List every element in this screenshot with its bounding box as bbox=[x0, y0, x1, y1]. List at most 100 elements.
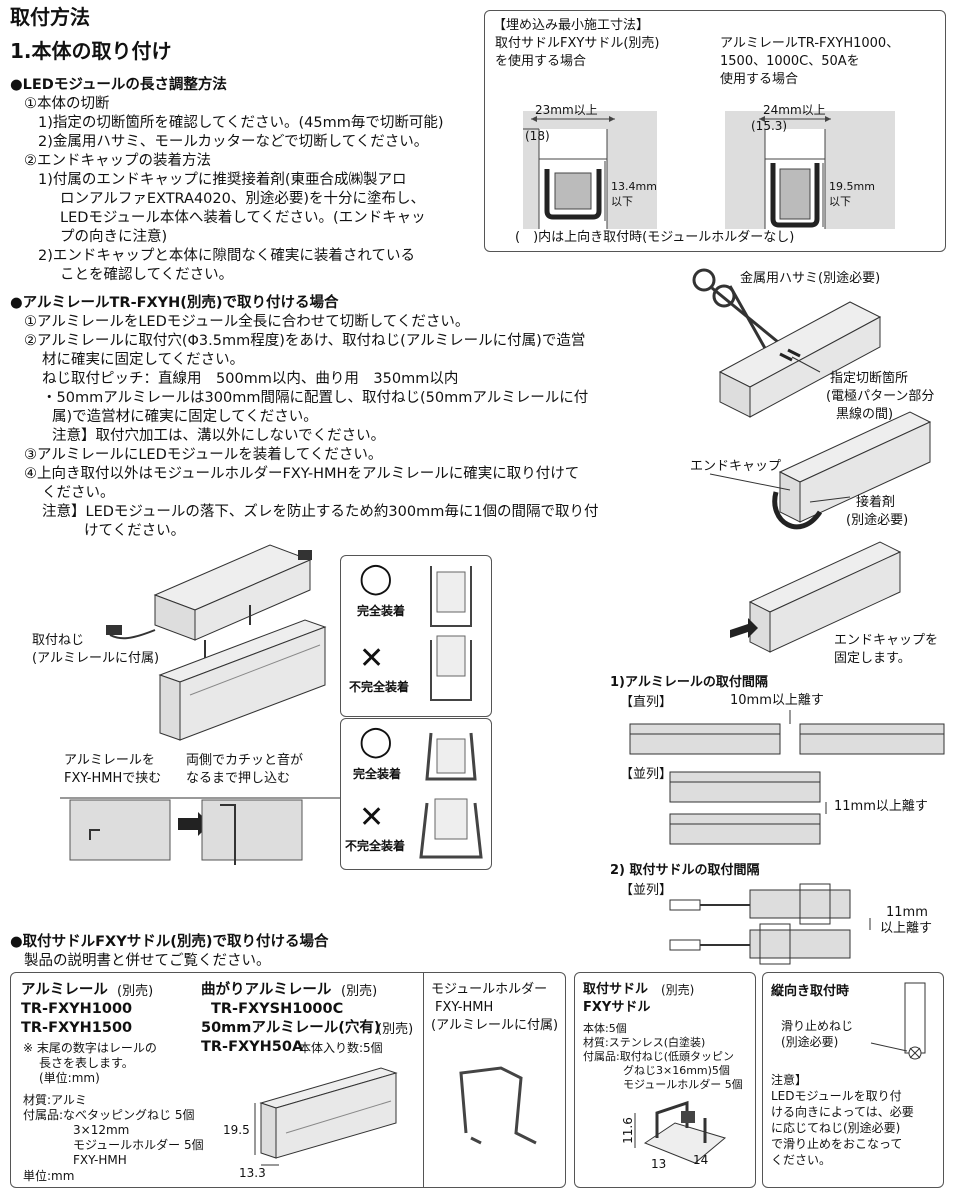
endcap-label: エンドキャップ bbox=[690, 459, 782, 474]
dim-label: 以下 bbox=[829, 195, 851, 208]
parallel-label: 【並列】 bbox=[620, 767, 673, 782]
ok-mark: ◯ bbox=[359, 724, 393, 759]
divider bbox=[423, 973, 425, 1187]
rail-interval-diagram bbox=[629, 710, 945, 845]
holder-note: (アルミレールに付属) bbox=[431, 1018, 559, 1033]
ok-label: 完全装着 bbox=[353, 767, 402, 781]
saddle-interval-heading: 2) 取付サドルの取付間隔 bbox=[610, 863, 760, 878]
text-line: ②アルミレールに取付穴(Φ3.5mm程度)をあけ、取付ねじ(アルミレールに付属)… bbox=[24, 333, 586, 349]
ng-mark: ✕ bbox=[359, 641, 385, 676]
gap-label: 10mm以上離す bbox=[730, 693, 824, 708]
embed-right-text: アルミレールTR-FXYH1000、 bbox=[720, 36, 900, 51]
saddle-dim: 13 bbox=[651, 1157, 667, 1171]
embed-right-drawing bbox=[725, 111, 895, 229]
page-title: 取付方法 bbox=[10, 5, 90, 29]
rail-width-dim: 13.3 bbox=[239, 1166, 266, 1180]
spec-note: 長さを表します。 bbox=[39, 1056, 134, 1070]
hold-label: アルミレールを bbox=[64, 753, 155, 768]
ok-ng-box-2: ◯ 完全装着 ✕ 不完全装着 bbox=[340, 718, 492, 870]
section-heading: 1.本体の取り付け bbox=[10, 39, 172, 63]
embed-left-text: を使用する場合 bbox=[495, 54, 587, 69]
text-line: 属)で造営材に確実に固定してください。 bbox=[52, 409, 318, 425]
spec-material: 材質:アルミ bbox=[23, 1093, 87, 1107]
vertical-note-label: 注意】 bbox=[771, 1073, 808, 1087]
saddle-spec: グねじ3×16mm)5個 bbox=[623, 1064, 730, 1077]
led-length-heading: ●LEDモジュールの長さ調整方法 bbox=[10, 77, 227, 93]
text-line: 1)付属のエンドキャップに推奨接着剤(東亜合成㈱製アロ bbox=[38, 172, 407, 188]
saddle-spec: モジュールホルダー 5個 bbox=[623, 1078, 743, 1091]
text-line: 注意】LEDモジュールの落下、ズレを防止するため約300mm毎に1個の間隔で取り… bbox=[42, 504, 599, 520]
saddle-spec: 材質:ステンレス(白塗装) bbox=[583, 1036, 706, 1049]
vertical-note: ける向きによっては、必要 bbox=[771, 1105, 914, 1119]
dim-label: (15.3) bbox=[751, 119, 788, 133]
saddle-interval-diagram bbox=[669, 883, 871, 965]
curve-rail-model: TR-FXYSH1000C bbox=[211, 1001, 344, 1017]
embed-right-text: 1500、1000C、50Aを bbox=[720, 54, 860, 69]
vertical-note: ください。 bbox=[771, 1153, 832, 1167]
text-line: ④上向き取付以外はモジュールホルダーFXY-HMHをアルミレールに確実に取り付け… bbox=[24, 466, 580, 482]
spec-accessory: モジュールホルダー 5個 bbox=[73, 1138, 204, 1152]
curve-rail-note: (別売) bbox=[341, 984, 378, 999]
spec-unit: 単位:mm bbox=[23, 1169, 75, 1183]
scissors-icon bbox=[692, 268, 779, 351]
text-line: ①アルミレールをLEDモジュール全長に合わせて切断してください。 bbox=[24, 314, 470, 330]
saddle-heading: ●取付サドルFXYサドル(別売)で取り付ける場合 bbox=[10, 934, 329, 950]
rail-3d-drawing bbox=[254, 1067, 398, 1166]
text-line: ・50mmアルミレールは300mm間隔に配置し、取付ねじ(50mmアルミレールに… bbox=[42, 390, 589, 406]
vertical-note: で滑り止めをおこなって bbox=[771, 1137, 903, 1151]
vertical-title: 縦向き取付時 bbox=[771, 984, 850, 999]
text-line: ①本体の切断 bbox=[24, 96, 110, 112]
spec-note: (単位:mm) bbox=[39, 1071, 100, 1085]
rail50-title: 50mmアルミレール(穴有) bbox=[201, 1020, 381, 1036]
rail-height-dim: 19.5 bbox=[223, 1123, 250, 1137]
dim-label: 13.4mm bbox=[611, 180, 657, 193]
ng-mark: ✕ bbox=[359, 800, 385, 835]
rail50-count: 本体入り数:5個 bbox=[299, 1041, 383, 1055]
text-line: プの向きに注意) bbox=[60, 229, 168, 245]
text-line: ねじ取付ピッチ：直線用 500mm以内、曲り用 350mm以内 bbox=[42, 371, 459, 387]
cut-label: 指定切断箇所 bbox=[830, 371, 909, 386]
rail-mount-illustration bbox=[106, 544, 327, 741]
holder-clip-illustration bbox=[60, 797, 340, 865]
vertical-screw-label: (別途必要) bbox=[781, 1035, 839, 1049]
saddle-spec: 本体:5個 bbox=[583, 1022, 627, 1035]
text-line: ロンアルファEXTRA4020、別途必要)を十分に塗布し、 bbox=[60, 191, 426, 207]
text-line: 注意】取付穴加工は、溝以外にしないでください。 bbox=[52, 428, 386, 444]
ng-label: 不完全装着 bbox=[345, 839, 406, 853]
text-line: 2)金属用ハサミ、モールカッターなどで切断してください。 bbox=[38, 134, 429, 150]
rail-profile-icon bbox=[430, 566, 472, 701]
saddle-sub: 製品の説明書と併せてご覧ください。 bbox=[24, 953, 271, 969]
cut-and-endcap-illustration bbox=[692, 268, 932, 653]
rail-spec-box: アルミレール (別売) TR-FXYH1000 TR-FXYH1500 ※ 末尾… bbox=[10, 972, 566, 1188]
cut-label: (電極パターン部分 bbox=[826, 389, 935, 404]
saddle-dim: 11.6 bbox=[620, 1117, 635, 1144]
holder-profile-icon bbox=[419, 732, 483, 859]
holder-model: FXY-HMH bbox=[435, 1000, 494, 1015]
saddle-parallel-label: 【並列】 bbox=[620, 883, 673, 898]
embed-dimension-box: 【埋め込み最小施工寸法】 取付サドルFXYサドル(別売) を使用する場合 アルミ… bbox=[484, 10, 946, 252]
holder-title: モジュールホルダー bbox=[431, 982, 548, 997]
text-line: 2)エンドキャップと本体に隙間なく確実に装着されている bbox=[38, 248, 415, 264]
vertical-mount-box: 縦向き取付時 滑り止めねじ (別途必要) 注意】 LEDモジュールを取り付 ける… bbox=[762, 972, 944, 1188]
text-line: けてください。 bbox=[84, 523, 186, 539]
vertical-note: に応じてねじ(別途必要) bbox=[771, 1121, 901, 1135]
saddle-title: 取付サドル bbox=[583, 982, 649, 997]
dim-label: (18) bbox=[525, 129, 550, 143]
push-label: なるまで押し込む bbox=[186, 771, 291, 786]
screw-label: 取付ねじ bbox=[32, 633, 85, 648]
ok-mark: ◯ bbox=[359, 561, 393, 596]
text-line: ③アルミレールにLEDモジュールを装着してください。 bbox=[24, 447, 383, 463]
text-line: ことを確認してください。 bbox=[60, 267, 234, 283]
push-label: 両側でカチッと音が bbox=[186, 753, 304, 768]
saddle-gap-label: 以上離す bbox=[880, 921, 933, 936]
saddle-dim: 14 bbox=[693, 1153, 709, 1167]
spec-title-note: (別売) bbox=[117, 984, 154, 999]
dim-label: 23mm以上 bbox=[535, 103, 598, 117]
embed-right-text: 使用する場合 bbox=[720, 72, 799, 87]
curve-rail-title: 曲がりアルミレール bbox=[201, 982, 332, 998]
dim-label: 24mm以上 bbox=[763, 103, 826, 117]
dim-label: 19.5mm bbox=[829, 180, 875, 193]
rail50-model: TR-FXYH50A bbox=[201, 1039, 304, 1055]
vertical-drawing bbox=[870, 982, 926, 1060]
spec-note: ※ 末尾の数字はレールの bbox=[23, 1041, 157, 1055]
